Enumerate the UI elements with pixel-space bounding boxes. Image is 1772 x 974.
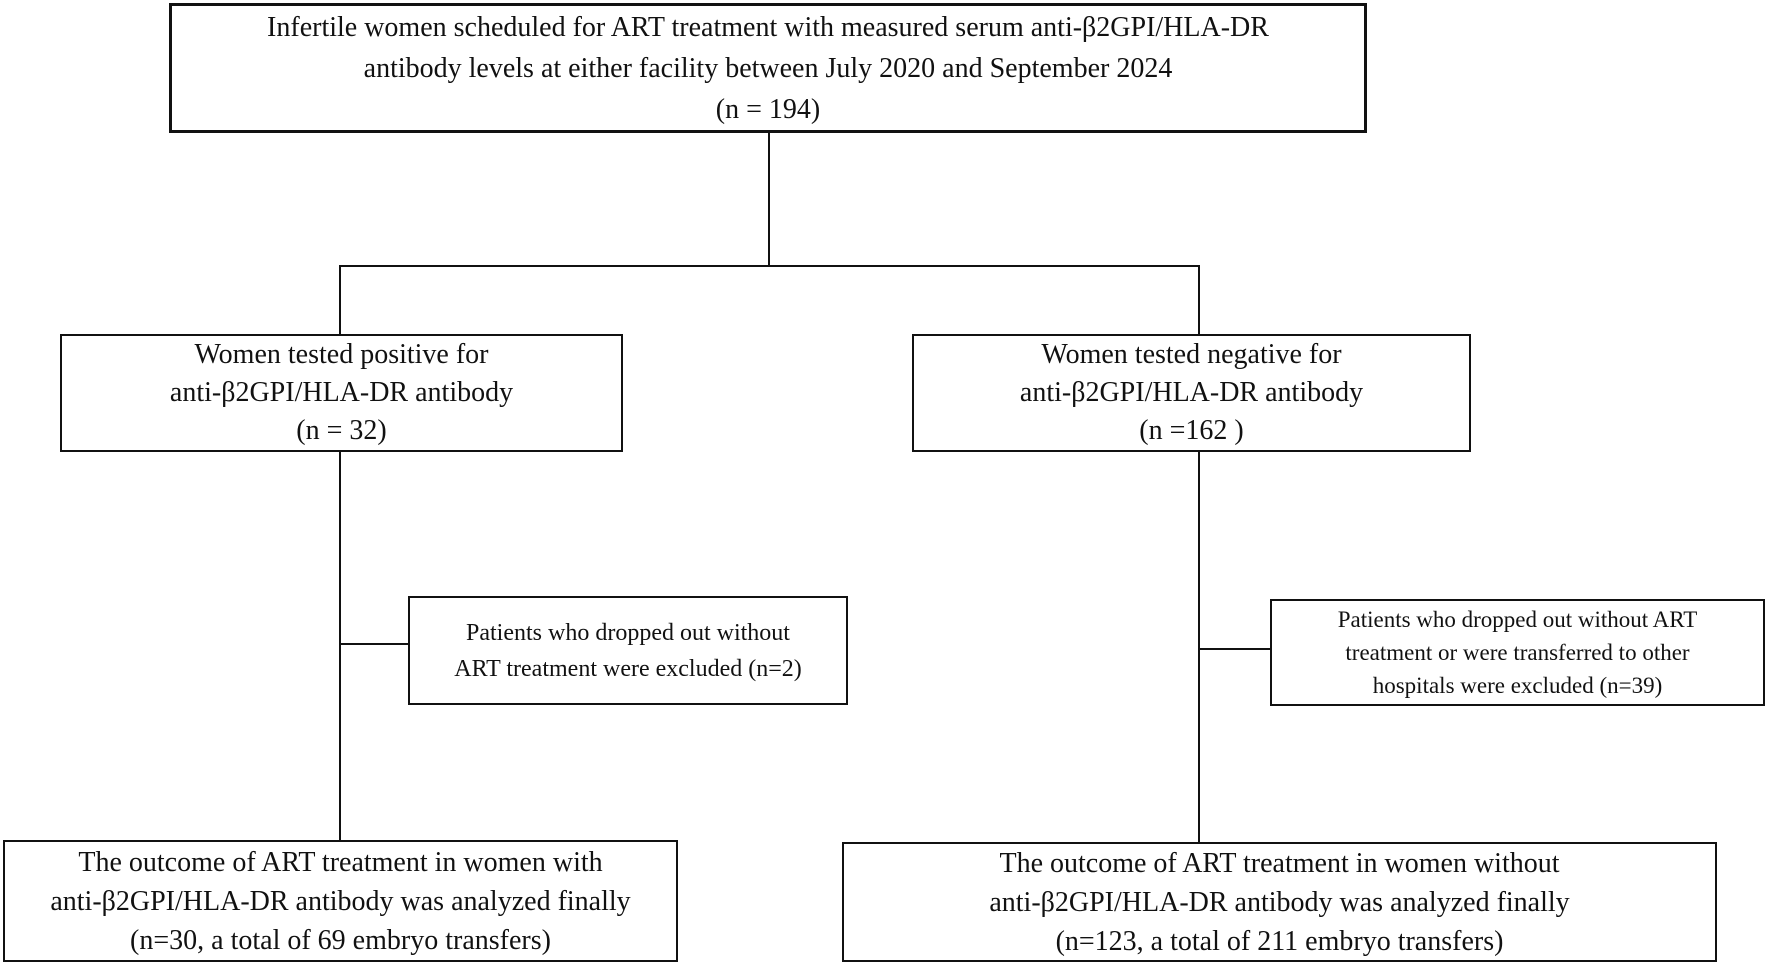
tested-positive-box: Women tested positive for anti-β2GPI/HLA…	[60, 334, 623, 452]
connector-right-upper-vertical	[1198, 265, 1200, 335]
excluded-positive-line-1: Patients who dropped out without	[466, 619, 790, 646]
positive-line-2: anti-β2GPI/HLA-DR antibody	[169, 377, 514, 408]
outcome-negative-line-1: The outcome of ART treatment in women wi…	[999, 847, 1560, 879]
excluded-negative-arm-box: Patients who dropped out without ART tre…	[1270, 599, 1765, 706]
negative-count: (n =162 )	[1139, 415, 1244, 446]
outcome-negative-count: (n=123, a total of 211 embryo transfers)	[1055, 925, 1504, 957]
negative-line-1: Women tested negative for	[1041, 339, 1342, 370]
connector-left-lower-vertical	[339, 451, 341, 841]
excluded-negative-line-1: Patients who dropped out without ART	[1337, 607, 1698, 632]
tested-negative-box: Women tested negative for anti-β2GPI/HLA…	[912, 334, 1471, 452]
screened-population-box: Infertile women scheduled for ART treatm…	[169, 3, 1367, 133]
outcome-positive-arm-box: The outcome of ART treatment in women wi…	[3, 840, 678, 962]
connector-right-lower-vertical	[1198, 451, 1200, 843]
positive-line-1: Women tested positive for	[194, 339, 489, 370]
outcome-negative-arm-box: The outcome of ART treatment in women wi…	[842, 842, 1717, 962]
screened-line-1: Infertile women scheduled for ART treatm…	[267, 11, 1269, 43]
outcome-positive-line-1: The outcome of ART treatment in women wi…	[78, 846, 603, 878]
negative-line-2: anti-β2GPI/HLA-DR antibody	[1019, 377, 1364, 408]
connector-left-exclusion-stub	[339, 643, 409, 645]
excluded-negative-line-2: treatment or were transferred to other	[1345, 640, 1690, 665]
screened-line-2: antibody levels at either facility betwe…	[363, 52, 1173, 84]
connector-right-exclusion-stub	[1198, 648, 1271, 650]
positive-count: (n = 32)	[296, 415, 387, 446]
excluded-negative-line-3: hospitals were excluded (n=39)	[1372, 673, 1663, 698]
excluded-positive-arm-box: Patients who dropped out without ART tre…	[408, 596, 848, 705]
outcome-positive-line-2: anti-β2GPI/HLA-DR antibody was analyzed …	[50, 885, 631, 917]
connector-top-vertical	[768, 131, 770, 267]
outcome-negative-line-2: anti-β2GPI/HLA-DR antibody was analyzed …	[989, 886, 1570, 918]
screened-count: (n = 194)	[715, 93, 821, 125]
excluded-positive-line-2: ART treatment were excluded (n=2)	[454, 655, 802, 682]
connector-branch-horizontal	[339, 265, 1200, 267]
outcome-positive-count: (n=30, a total of 69 embryo transfers)	[130, 924, 551, 956]
connector-left-upper-vertical	[339, 265, 341, 335]
